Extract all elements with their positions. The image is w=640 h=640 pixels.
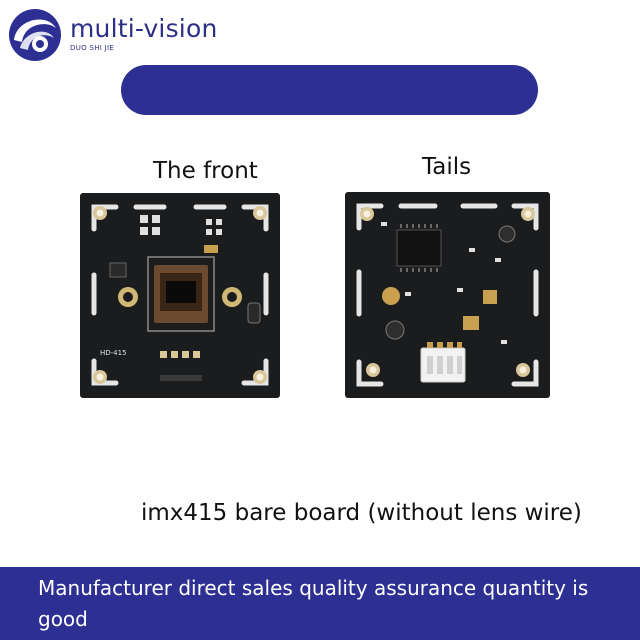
- brand-subtitle: DUO SHI JIE: [70, 44, 115, 52]
- footer-banner: Manufacturer direct sales quality assura…: [0, 567, 640, 640]
- multi-vision-logo-icon: [9, 9, 61, 61]
- board-front-label: HD-415: [100, 349, 127, 357]
- back-caption: Tails: [422, 154, 472, 180]
- footer-text: Manufacturer direct sales quality assura…: [38, 576, 589, 631]
- board-front-image: HD-415: [80, 193, 280, 398]
- product-title: imx415 bare board (without lens wire): [141, 500, 582, 526]
- header-banner: [121, 65, 538, 115]
- front-caption: The front: [153, 158, 258, 184]
- board-back-image: [345, 192, 550, 398]
- brand-name: multi-vision: [70, 14, 218, 43]
